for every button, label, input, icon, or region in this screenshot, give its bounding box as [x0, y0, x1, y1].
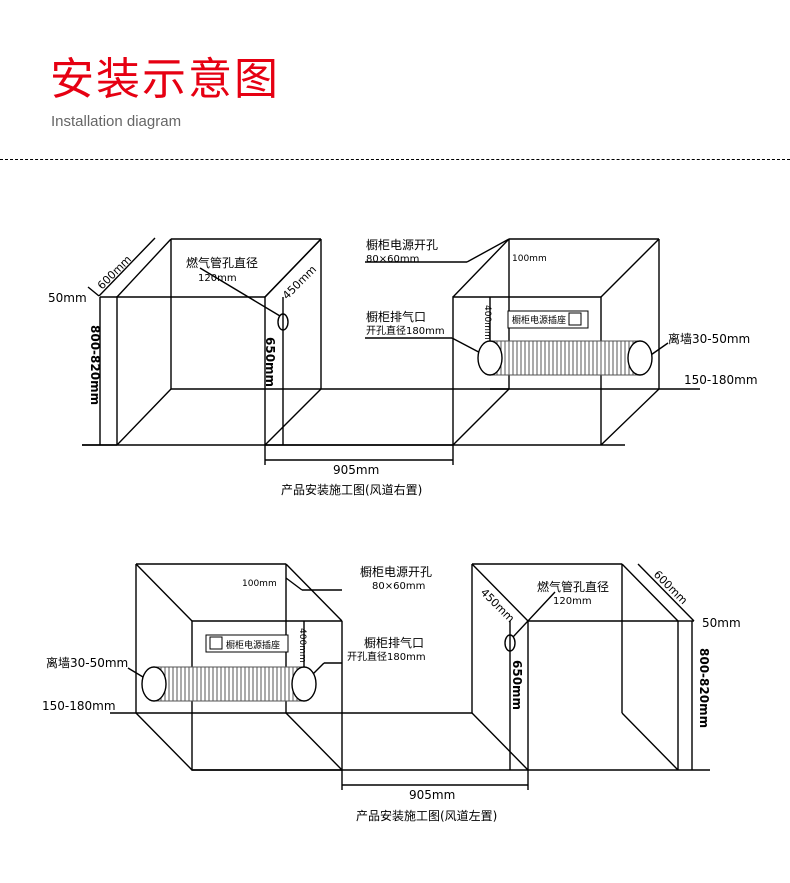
duct-height-label: 150-180mm [42, 699, 116, 713]
exhaust-400-label: 400mm [297, 628, 307, 663]
caption: 产品安装施工图(风道左置) [356, 808, 497, 823]
page-subtitle: Installation diagram [51, 113, 182, 130]
exhaust-title: 橱柜排气口 [366, 309, 426, 324]
right-cabinet [471, 563, 694, 771]
width-label: 905mm [409, 788, 455, 802]
socket-label: 橱柜电源插座 [226, 639, 280, 651]
offset-label: 50mm [48, 291, 87, 305]
power-hole-title: 橱柜电源开孔 [360, 565, 432, 579]
left-cabinet [100, 238, 322, 446]
exhaust-size: 开孔直径180mm [347, 650, 426, 663]
socket-label: 橱柜电源插座 [512, 314, 566, 326]
height-label: 800-820mm [88, 325, 102, 405]
duct-right [477, 340, 653, 376]
dashed-divider [0, 159, 790, 160]
depth-label: 600mm [651, 568, 690, 607]
duct-height-label: 150-180mm [684, 373, 758, 387]
width-label: 905mm [333, 463, 379, 477]
power-100-label: 100mm [512, 254, 547, 264]
gas-hole-title: 燃气管孔直径 [186, 255, 258, 270]
socket-left [205, 634, 289, 653]
power-hole-size: 80×60mm [366, 254, 419, 265]
gas-450-label: 450mm [478, 586, 517, 625]
power-hole-size: 80×60mm [372, 581, 425, 592]
gas-650-label: 650mm [510, 660, 524, 710]
depth-label: 600mm [95, 253, 134, 292]
gas-450-label: 450mm [280, 263, 319, 302]
gas-hole-title: 燃气管孔直径 [537, 579, 609, 594]
wall-gap-label: 离墙30-50mm [46, 655, 128, 670]
offset-label: 50mm [702, 616, 741, 630]
gas-hole-size: 120mm [553, 596, 592, 607]
caption: 产品安装施工图(风道右置) [281, 482, 422, 497]
diagram-right-duct [82, 237, 700, 465]
page-title: 安装示意图 [50, 54, 280, 105]
duct-left [141, 666, 317, 702]
gas-650-label: 650mm [263, 337, 277, 387]
power-hole-title: 橱柜电源开孔 [366, 238, 438, 252]
exhaust-size: 开孔直径180mm [366, 324, 445, 337]
wall-gap-label: 离墙30-50mm [668, 331, 750, 346]
exhaust-title: 橱柜排气口 [364, 635, 424, 650]
exhaust-400-label: 400mm [482, 305, 492, 340]
socket-right [507, 310, 589, 329]
gas-hole-size: 120mm [198, 273, 237, 284]
power-100-label: 100mm [242, 579, 277, 589]
height-label: 800-820mm [697, 648, 711, 728]
